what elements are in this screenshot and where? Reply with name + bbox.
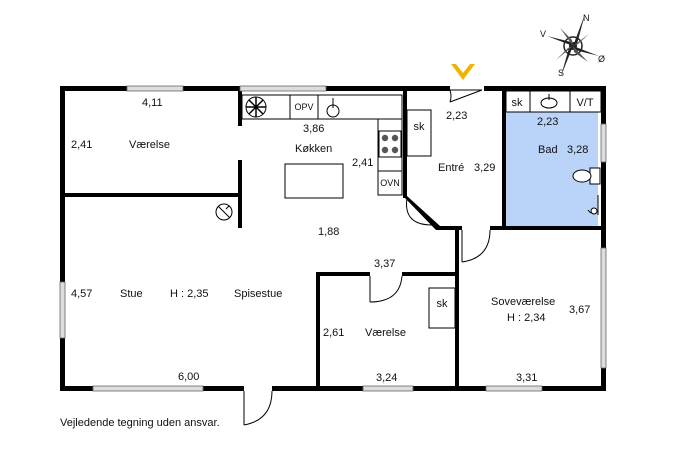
compass-west: V [540,29,546,39]
bath-name: Bad [538,144,558,156]
entre-depth: 3,29 [474,162,495,174]
entre-closet [406,109,432,157]
window [600,123,607,163]
hall-dim: 3,37 [374,258,395,270]
stove-icon [378,130,402,158]
opv-label: OPV [294,102,313,112]
kitchen-island [284,163,344,199]
entrance-arrow-icon [451,64,475,80]
kitchen-width: 3,86 [303,123,324,135]
bedroom-closet [428,287,456,329]
fan-icon [245,96,267,118]
compass-south: S [558,68,564,78]
room1-width: 4,11 [142,97,163,109]
bedroom-closet-label: sk [437,298,449,310]
kitchen-depth: 2,41 [352,157,373,169]
room2-depth: 2,61 [323,327,344,339]
window [600,247,607,369]
room2-name: Værelse [365,327,406,339]
stue-height: H : 2,35 [170,288,209,300]
spisestue-dim: 1,88 [318,226,339,238]
window [92,385,204,392]
compass-north: N [583,13,590,23]
entre-width: 2,23 [446,110,467,122]
entre-closet-label: sk [414,121,426,133]
washbasin-icon [540,94,558,109]
vt-label: V/T [576,97,593,109]
interior-walls [60,90,606,388]
sink-icon [326,98,340,118]
windows [59,85,607,392]
window [59,281,66,339]
bath-fixtures: sk V/T [505,90,602,215]
bedroom-name: Soveværelse [491,296,555,308]
stue-name: Stue [120,288,143,300]
disclaimer: Vejledende tegning uden ansvar. [60,417,220,429]
bath-closet-label: sk [512,97,524,109]
compass-icon [547,14,599,76]
bedroom-width: 3,31 [516,372,537,384]
spisestue-name: Spisestue [234,288,282,300]
window [239,85,327,92]
room2-width: 3,24 [376,372,397,384]
kitchen-name: Køkken [295,143,332,155]
bath-width: 2,23 [537,116,558,128]
window [485,385,543,392]
heat-pump-icon [215,203,233,221]
room1-name: Værelse [129,139,170,151]
bath-depth: 3,28 [567,144,588,156]
window [362,385,414,392]
toilet-icon [572,167,601,185]
window [126,85,184,92]
room1-depth: 2,41 [71,139,92,151]
entre-name: Entré [438,162,464,174]
stue-width: 6,00 [178,371,199,383]
stue-depth: 4,57 [71,288,92,300]
doors [243,89,599,426]
kitchen-fixtures: OPV OVN [241,94,403,199]
ovn-label: OVN [380,178,400,188]
tap-icon [590,207,598,215]
bedroom-height: H : 2,34 [507,312,546,324]
bedroom-depth: 3,67 [569,304,590,316]
compass-east: Ø [598,54,605,64]
